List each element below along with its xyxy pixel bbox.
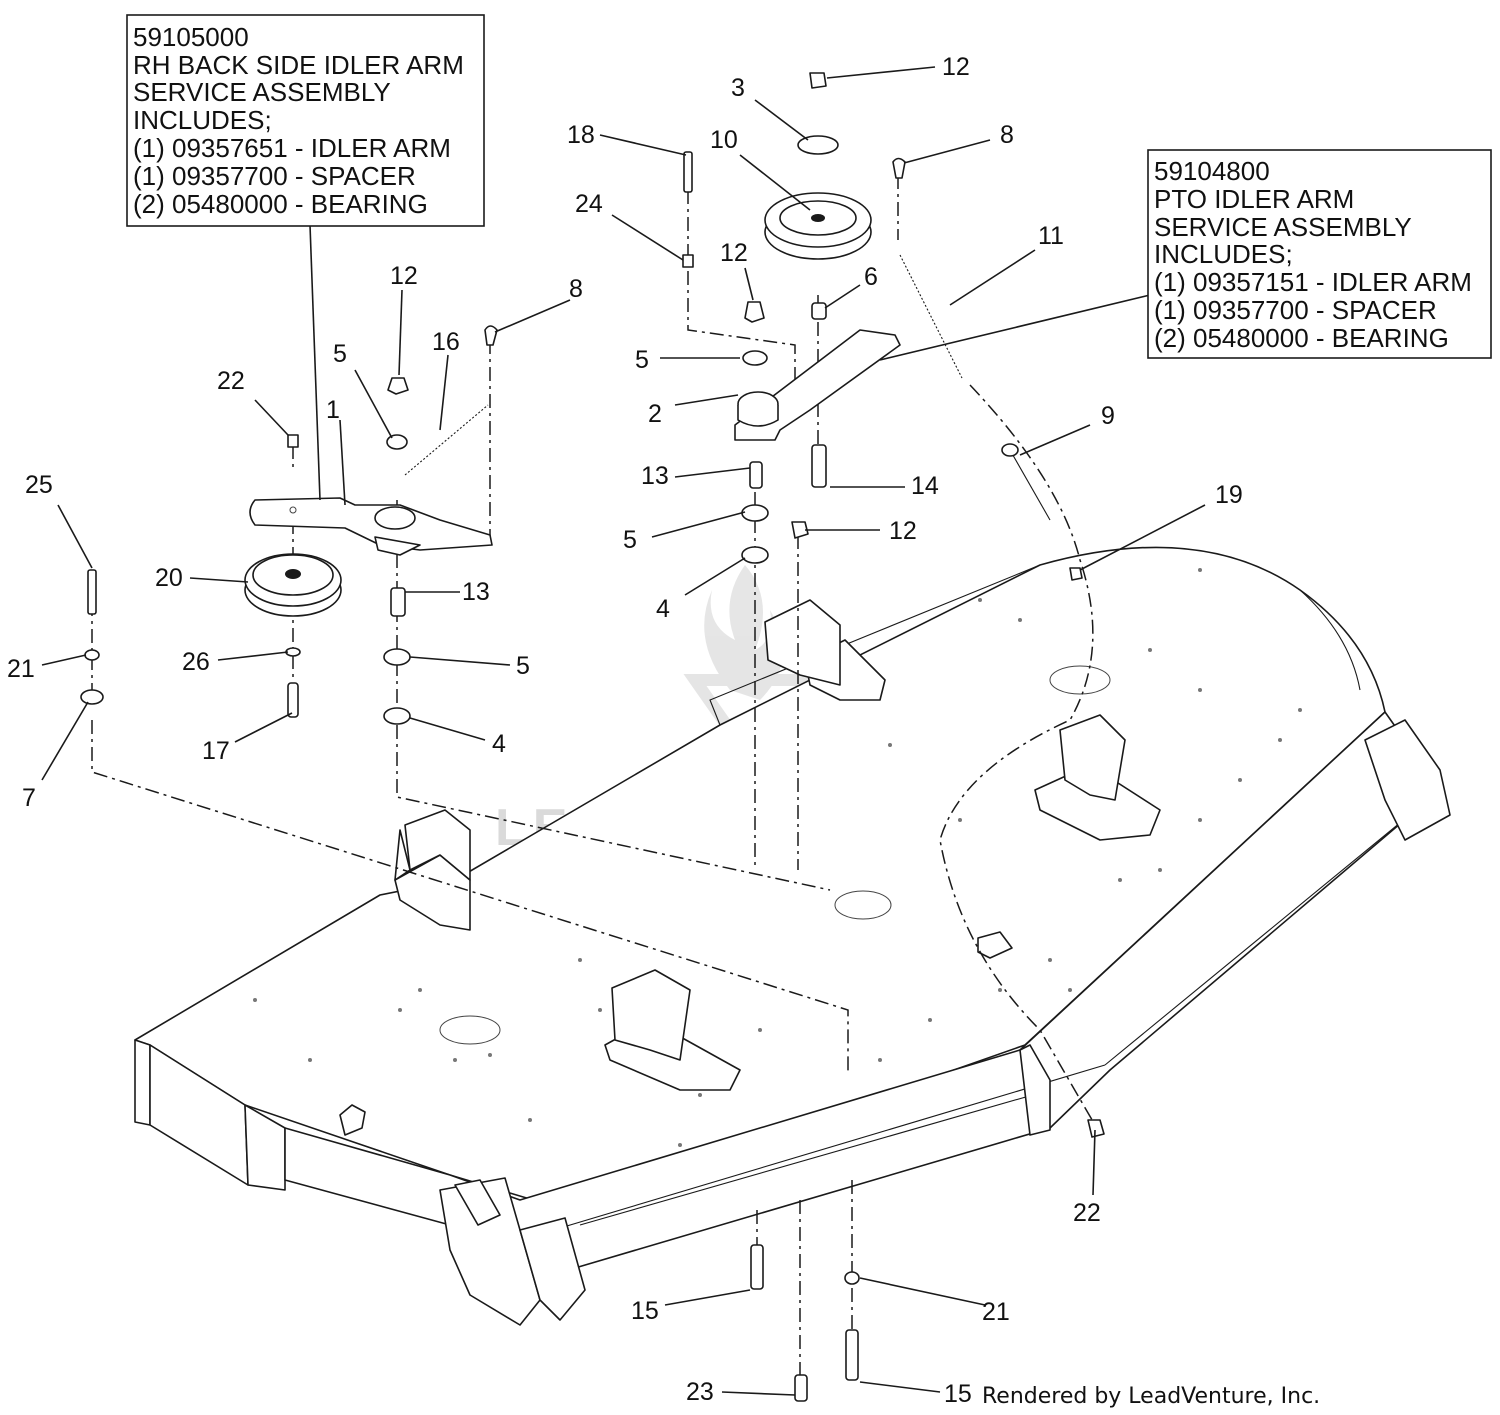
- callout-5: 5: [333, 340, 347, 368]
- callout-10: 10: [710, 126, 738, 154]
- assembly-line: RH BACK SIDE IDLER ARM: [133, 50, 464, 80]
- assembly-number: 59105000: [133, 22, 249, 52]
- credit-text: Rendered by LeadVenture, Inc.: [982, 1384, 1320, 1409]
- mower-deck: [134, 546, 1451, 1326]
- assembly-line: (1) 09357651 - IDLER ARM: [133, 133, 451, 163]
- callout-21: 21: [982, 1298, 1010, 1326]
- callout-22: 22: [1073, 1199, 1101, 1227]
- callout-12: 12: [889, 517, 917, 545]
- callout-24: 24: [575, 190, 603, 218]
- deck-post-center: [604, 969, 741, 1091]
- assembly-line: INCLUDES;: [1154, 239, 1293, 269]
- callout-23: 23: [686, 1378, 714, 1406]
- leader-lines: [41, 66, 1206, 1396]
- callout-25: 25: [25, 471, 53, 499]
- callout-14: 14: [911, 472, 939, 500]
- pulley-20: [244, 553, 342, 617]
- callout-15: 15: [631, 1297, 659, 1325]
- callout-12: 12: [720, 239, 748, 267]
- callout-16: 16: [432, 328, 460, 356]
- callout-21: 21: [7, 655, 35, 683]
- assembly-line: SERVICE ASSEMBLY: [133, 77, 391, 107]
- callout-1: 1: [326, 396, 340, 424]
- callout-17: 17: [202, 737, 230, 765]
- callout-12: 12: [942, 53, 970, 81]
- callout-8: 8: [1000, 121, 1014, 149]
- callout-9: 9: [1101, 402, 1115, 430]
- callout-8: 8: [569, 275, 583, 303]
- callout-18: 18: [567, 121, 595, 149]
- assembly-line: INCLUDES;: [133, 105, 272, 135]
- assembly-line: (1) 09357151 - IDLER ARM: [1154, 267, 1472, 297]
- callout-5: 5: [635, 346, 649, 374]
- hardware-pto: [682, 72, 1105, 1402]
- assembly-line: (1) 09357700 - SPACER: [1154, 295, 1437, 325]
- callout-2: 2: [648, 400, 662, 428]
- callout-12: 12: [390, 262, 418, 290]
- callout-5: 5: [623, 526, 637, 554]
- assembly-number: 59104800: [1154, 156, 1270, 186]
- service-assembly-box-right: 59104800 PTO IDLER ARM SERVICE ASSEMBLY …: [1147, 149, 1492, 359]
- callout-7: 7: [22, 784, 36, 812]
- callout-19: 19: [1215, 481, 1243, 509]
- callout-22: 22: [217, 367, 245, 395]
- callout-20: 20: [155, 564, 183, 592]
- hardware-left: [80, 325, 498, 725]
- callout-11: 11: [1038, 222, 1064, 250]
- assembly-line: (1) 09357700 - SPACER: [133, 161, 416, 191]
- pto-idler-arm: [734, 329, 901, 441]
- assembly-line: PTO IDLER ARM: [1154, 184, 1354, 214]
- callout-4: 4: [656, 595, 670, 623]
- callout-4: 4: [492, 730, 506, 758]
- callout-15: 15: [944, 1380, 972, 1408]
- rh-back-idler-arm: [249, 497, 493, 556]
- deck-post-right: [1034, 714, 1161, 841]
- callout-26: 26: [182, 648, 210, 676]
- callout-13: 13: [641, 462, 669, 490]
- callout-5: 5: [516, 652, 530, 680]
- callout-13: 13: [462, 578, 490, 606]
- deck-post-rear: [764, 599, 886, 701]
- callout-6: 6: [864, 263, 878, 291]
- assembly-line: SERVICE ASSEMBLY: [1154, 212, 1412, 242]
- callout-labels: 12 3 10 18 8 24 12 6 11 5 2 13 14 5 4 12…: [7, 53, 1243, 1408]
- assembly-line: (2) 05480000 - BEARING: [1154, 323, 1449, 353]
- spring-16: [404, 404, 489, 476]
- pulley-10: [764, 192, 872, 260]
- service-assembly-box-left: 59105000 RH BACK SIDE IDLER ARM SERVICE …: [126, 14, 485, 227]
- assembly-line: (2) 05480000 - BEARING: [133, 189, 428, 219]
- deck-holes: [253, 568, 1302, 1147]
- spring-11: [899, 254, 963, 379]
- callout-3: 3: [731, 74, 745, 102]
